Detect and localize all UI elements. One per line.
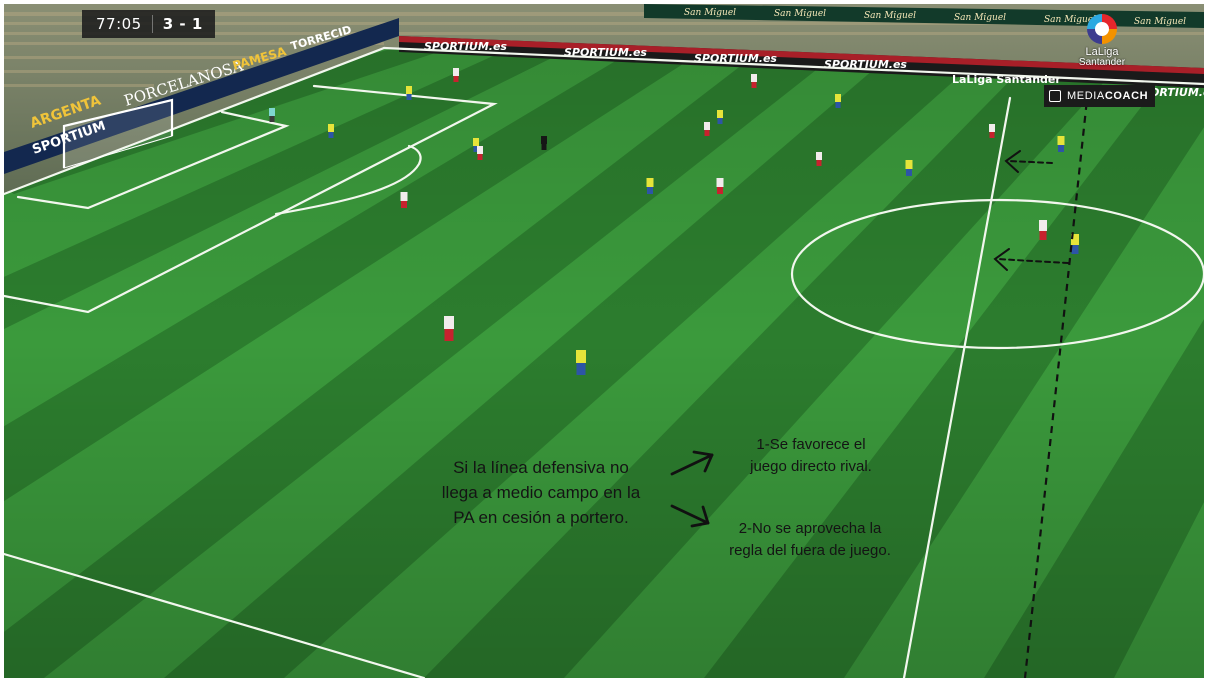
grass-stripes xyxy=(4,48,1204,678)
scoreboard-divider xyxy=(151,15,153,33)
annotation-point-2: 2-No se aprovecha la regla del fuera de … xyxy=(704,518,916,562)
annotation-point-2-line: regla del fuera de juego. xyxy=(729,542,891,559)
annotation-main-line: llega a medio campo en la xyxy=(441,483,641,502)
scoreboard: 77:05 3 - 1 xyxy=(82,10,215,38)
mediacoach-badge: MEDIACOACH xyxy=(1044,85,1156,107)
league-sponsor: Santander xyxy=(1078,57,1126,68)
mediacoach-label: MEDIACOACH xyxy=(1067,90,1149,102)
ad-boards-upper: San Miguel San Miguel San Miguel San Mig… xyxy=(644,4,1204,28)
annotation-main: Si la línea defensiva no llega a medio c… xyxy=(406,455,676,530)
pitch-scene: SPORTIUM ARGENTA PORCELANOSA PAMESA TORR… xyxy=(4,4,1204,678)
annotation-main-line: Si la línea defensiva no xyxy=(453,458,629,477)
goalkeeper xyxy=(269,108,275,122)
annotation-point-1-line: 1-Se favorece el xyxy=(756,436,866,453)
laliga-ball-icon xyxy=(1087,14,1117,44)
annotation-main-line: PA en cesión a portero. xyxy=(453,508,629,527)
svg-text:San Miguel: San Miguel xyxy=(1044,15,1096,25)
crowd-texture xyxy=(4,12,1204,87)
home-players xyxy=(328,86,1079,375)
svg-text:San Miguel: San Miguel xyxy=(864,11,916,21)
svg-text:San Miguel: San Miguel xyxy=(1134,17,1186,27)
goal xyxy=(62,98,174,169)
mediacoach-icon xyxy=(1049,90,1061,102)
movement-arrows xyxy=(993,150,1069,271)
pitch-lines xyxy=(4,46,1204,678)
league-name: LaLiga xyxy=(1085,46,1119,58)
league-logo: LaLiga Santander xyxy=(1070,14,1134,68)
annotation-arrows xyxy=(670,450,714,528)
away-players xyxy=(400,68,1047,341)
match-clock: 77:05 xyxy=(96,15,142,33)
match-score: 3 - 1 xyxy=(162,15,203,33)
referee xyxy=(541,136,547,150)
svg-text:San Miguel: San Miguel xyxy=(774,9,826,19)
annotation-point-1: 1-Se favorece el juego directo rival. xyxy=(726,434,896,478)
svg-text:San Miguel: San Miguel xyxy=(684,8,736,18)
svg-text:San Miguel: San Miguel xyxy=(954,13,1006,23)
annotation-point-2-line: 2-No se aprovecha la xyxy=(738,520,882,537)
annotation-point-1-line: juego directo rival. xyxy=(750,458,872,475)
match-frame: SPORTIUM ARGENTA PORCELANOSA PAMESA TORR… xyxy=(4,4,1204,678)
